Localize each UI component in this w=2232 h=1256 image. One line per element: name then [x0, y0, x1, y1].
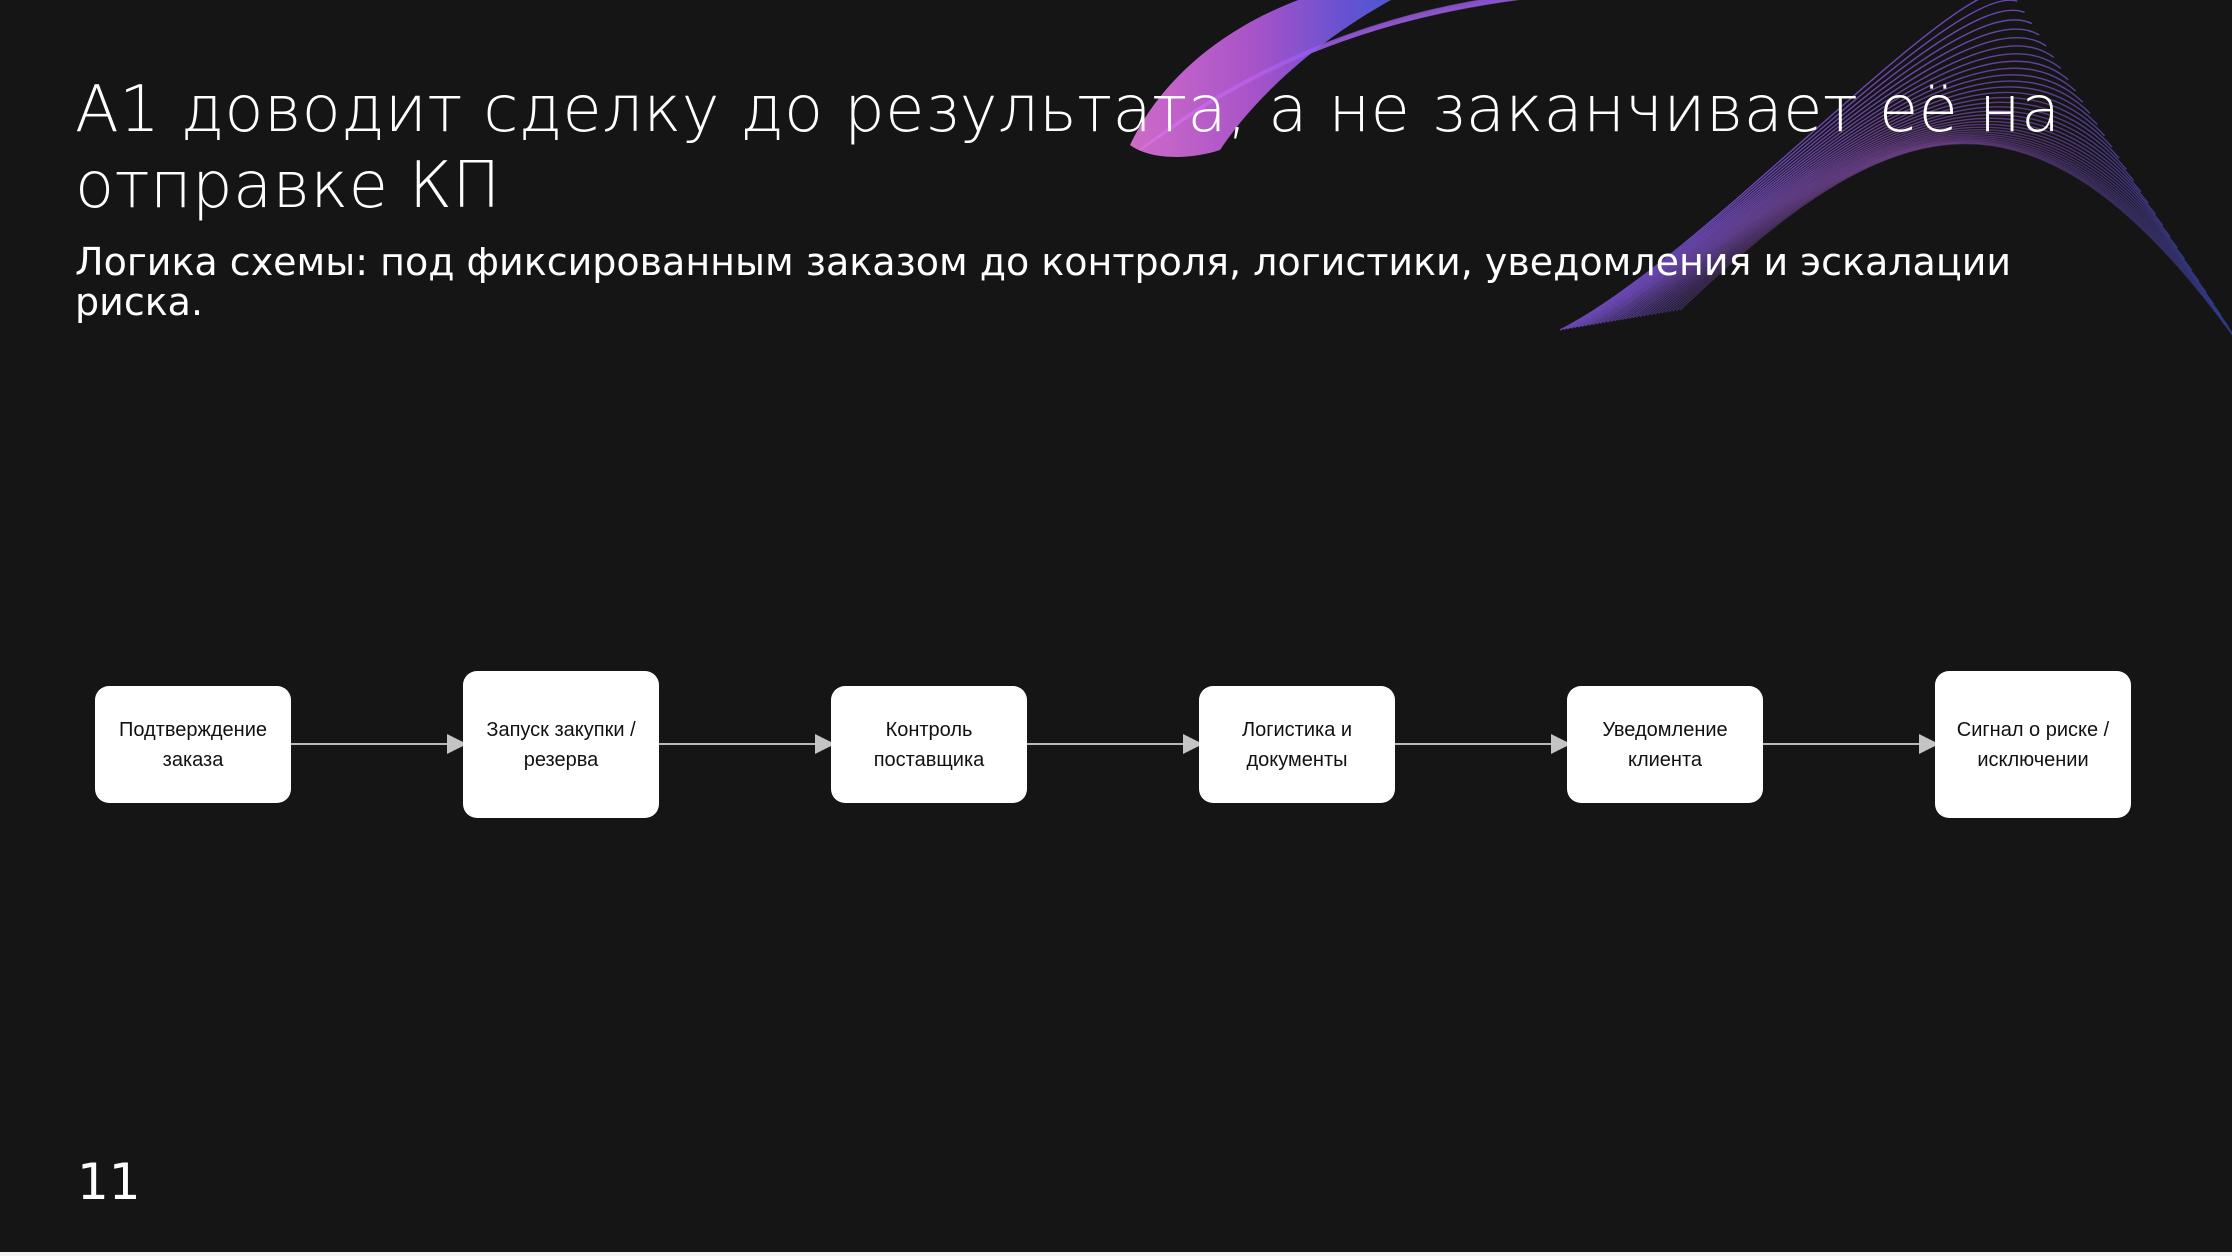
node-procurement-launch: Запуск закупки / резерва	[463, 671, 659, 818]
slide-title: A1 доводит сделку до результата, а не за…	[75, 73, 2061, 223]
node-label: Логистика и документы	[1241, 718, 1353, 771]
node-label: Уведомление клиента	[1602, 718, 1728, 771]
slide-subtitle: Логика схемы: под фиксированным заказом …	[75, 240, 2012, 324]
node-label: Запуск закупки / резерва	[486, 718, 636, 771]
node-risk-signal: Сигнал о риске / исключении	[1935, 671, 2131, 818]
node-label: Сигнал о риске / исключении	[1956, 718, 2110, 771]
page-number: 11	[77, 1153, 141, 1211]
node-supplier-control: Контроль поставщика	[831, 686, 1027, 803]
node-logistics-documents: Логистика и документы	[1199, 686, 1395, 803]
node-label: Контроль поставщика	[873, 718, 985, 771]
node-client-notification: Уведомление клиента	[1567, 686, 1763, 803]
bottom-divider	[0, 1252, 2232, 1256]
node-order-confirmation: Подтверждение заказа	[95, 686, 291, 803]
node-label: Подтверждение заказа	[118, 718, 268, 771]
